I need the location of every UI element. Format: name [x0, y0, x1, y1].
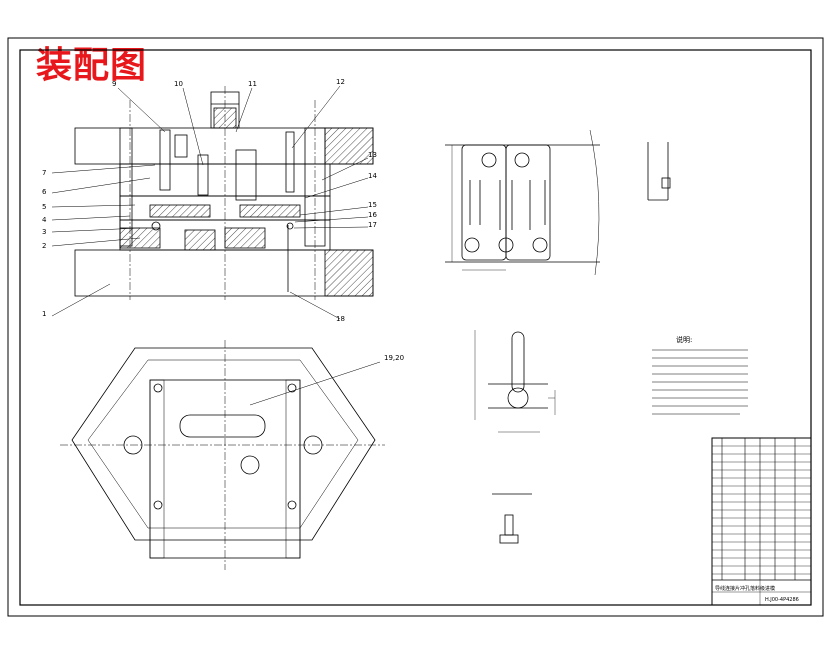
part-number-6: 6 — [42, 188, 47, 196]
part-number-4: 4 — [42, 216, 47, 224]
part-number-18: 18 — [336, 315, 345, 323]
part-detail-view — [474, 330, 556, 433]
strip-layout — [445, 129, 600, 276]
part-number-3: 3 — [42, 228, 46, 236]
part-leaders — [51, 85, 381, 406]
inner-border — [19, 49, 812, 606]
bom-rows — [712, 445, 811, 605]
title-block-drawing-number: H.J00-4P4286 — [765, 597, 799, 603]
drawing-title: 装配图 — [36, 44, 148, 86]
notes-heading: 说明: — [676, 335, 692, 344]
part-number-1: 1 — [42, 310, 46, 318]
part-number-2: 2 — [42, 242, 46, 250]
title-block — [711, 437, 812, 606]
part-number-17: 17 — [368, 221, 377, 229]
part-number-10: 10 — [174, 80, 183, 88]
part-number-16: 16 — [368, 211, 377, 219]
technical-notes: 说明: — [652, 335, 748, 415]
part-number-11: 11 — [248, 80, 257, 88]
pin-detail — [647, 142, 671, 201]
part-number-7: 7 — [42, 169, 46, 177]
part-number-13: 13 — [368, 151, 377, 159]
part-number-5: 5 — [42, 203, 46, 211]
bolt-detail — [492, 493, 532, 544]
part-number-19-20: 19,20 — [384, 354, 404, 362]
outer-border — [7, 37, 824, 617]
plan-view — [60, 340, 385, 570]
part-number-labels: 1 2 3 4 5 6 7 9 10 11 12 13 14 15 16 17 … — [42, 78, 404, 362]
part-number-12: 12 — [336, 78, 345, 86]
part-number-9: 9 — [112, 80, 116, 88]
front-section-view — [74, 86, 374, 300]
part-number-15: 15 — [368, 201, 377, 209]
title-block-drawing-name: 导线连接片冲孔落料级进模 — [715, 585, 775, 592]
part-number-14: 14 — [368, 172, 377, 180]
